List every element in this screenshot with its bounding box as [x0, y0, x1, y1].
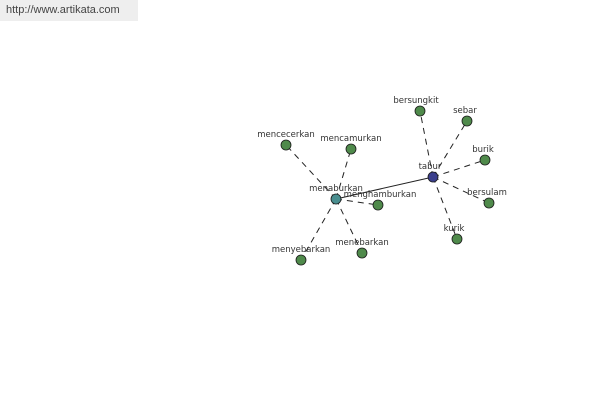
node-circle-bersungkit[interactable]: [414, 105, 426, 117]
node-bersungkit[interactable]: bersungkit: [393, 96, 439, 117]
edge-menaburkan-mencamurkan: [335, 148, 352, 200]
edge-tabur-bersungkit: [419, 110, 434, 178]
edge-menaburkan-tabur: [335, 176, 434, 200]
node-label-menaburkan: menaburkan: [309, 184, 363, 194]
node-menebarkan[interactable]: menebarkan: [335, 238, 389, 259]
edge-menaburkan-menyebarkan: [300, 198, 337, 261]
node-label-mencamurkan: mencamurkan: [320, 134, 381, 144]
node-circle-menaburkan[interactable]: [330, 193, 342, 205]
node-label-sebar: sebar: [453, 106, 477, 116]
node-circle-menebarkan[interactable]: [356, 247, 368, 259]
node-circle-sebar[interactable]: [461, 115, 473, 127]
node-kurik[interactable]: kurik: [444, 224, 465, 245]
node-label-bersulam: bersulam: [467, 188, 507, 198]
node-label-burik: burik: [472, 145, 494, 155]
edges-layer: [285, 110, 490, 261]
node-menghamburkan[interactable]: menghamburkan: [344, 190, 417, 211]
node-label-menghamburkan: menghamburkan: [344, 190, 417, 200]
url-bar: http://www.artikata.com: [0, 0, 138, 21]
node-mencecerkan[interactable]: mencecerkan: [257, 130, 315, 151]
node-mencamurkan[interactable]: mencamurkan: [320, 134, 382, 155]
node-tabur[interactable]: tabur: [419, 162, 442, 183]
node-label-kurik: kurik: [444, 224, 465, 234]
node-circle-burik[interactable]: [479, 154, 491, 166]
node-circle-bersulam[interactable]: [483, 197, 495, 209]
node-circle-kurik[interactable]: [451, 233, 463, 245]
node-label-mencecerkan: mencecerkan: [257, 130, 315, 140]
node-sebar[interactable]: sebar: [453, 106, 477, 127]
node-burik[interactable]: burik: [472, 145, 494, 166]
node-label-bersungkit: bersungkit: [393, 96, 439, 106]
node-circle-menyebarkan[interactable]: [295, 254, 307, 266]
node-bersulam[interactable]: bersulam: [467, 188, 507, 209]
node-menyebarkan[interactable]: menyebarkan: [272, 245, 331, 266]
edge-tabur-kurik: [432, 176, 458, 240]
node-label-menyebarkan: menyebarkan: [272, 245, 331, 255]
edge-menaburkan-menghamburkan: [335, 198, 379, 206]
site-url-link[interactable]: http://www.artikata.com: [6, 4, 120, 16]
edge-tabur-burik: [432, 159, 486, 178]
node-menaburkan[interactable]: menaburkan: [309, 184, 363, 205]
node-label-menebarkan: menebarkan: [335, 238, 389, 248]
node-label-tabur: tabur: [419, 162, 442, 172]
node-circle-mencecerkan[interactable]: [280, 139, 292, 151]
node-circle-tabur[interactable]: [427, 171, 439, 183]
edge-menaburkan-menebarkan: [335, 198, 363, 254]
nodes-layer: tabur menaburkan bersungkit sebar burik bersu…: [257, 96, 507, 266]
node-circle-menghamburkan[interactable]: [372, 199, 384, 211]
node-circle-mencamurkan[interactable]: [345, 143, 357, 155]
edge-menaburkan-mencecerkan: [285, 144, 337, 200]
